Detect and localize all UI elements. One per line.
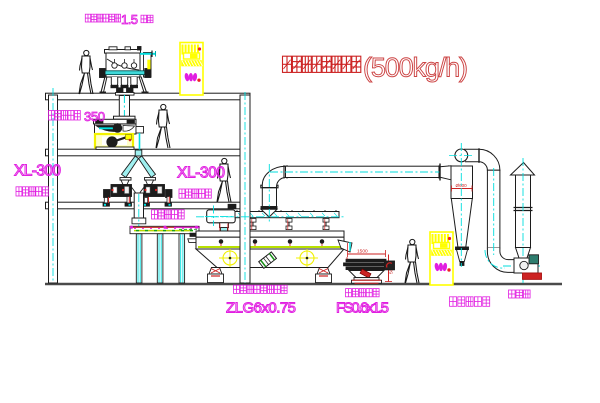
svg-text:1.5: 1.5 bbox=[121, 12, 138, 27]
svg-text:XL-300: XL-300 bbox=[14, 163, 61, 180]
svg-text:350: 350 bbox=[84, 109, 105, 124]
svg-text:XL-300: XL-300 bbox=[177, 165, 225, 182]
svg-text:1500: 1500 bbox=[357, 248, 368, 254]
svg-text:ZLG6x0.75: ZLG6x0.75 bbox=[226, 300, 296, 317]
svg-text:FS0.6x1.5: FS0.6x1.5 bbox=[336, 300, 389, 317]
svg-text:(500kg/h): (500kg/h) bbox=[363, 53, 468, 83]
